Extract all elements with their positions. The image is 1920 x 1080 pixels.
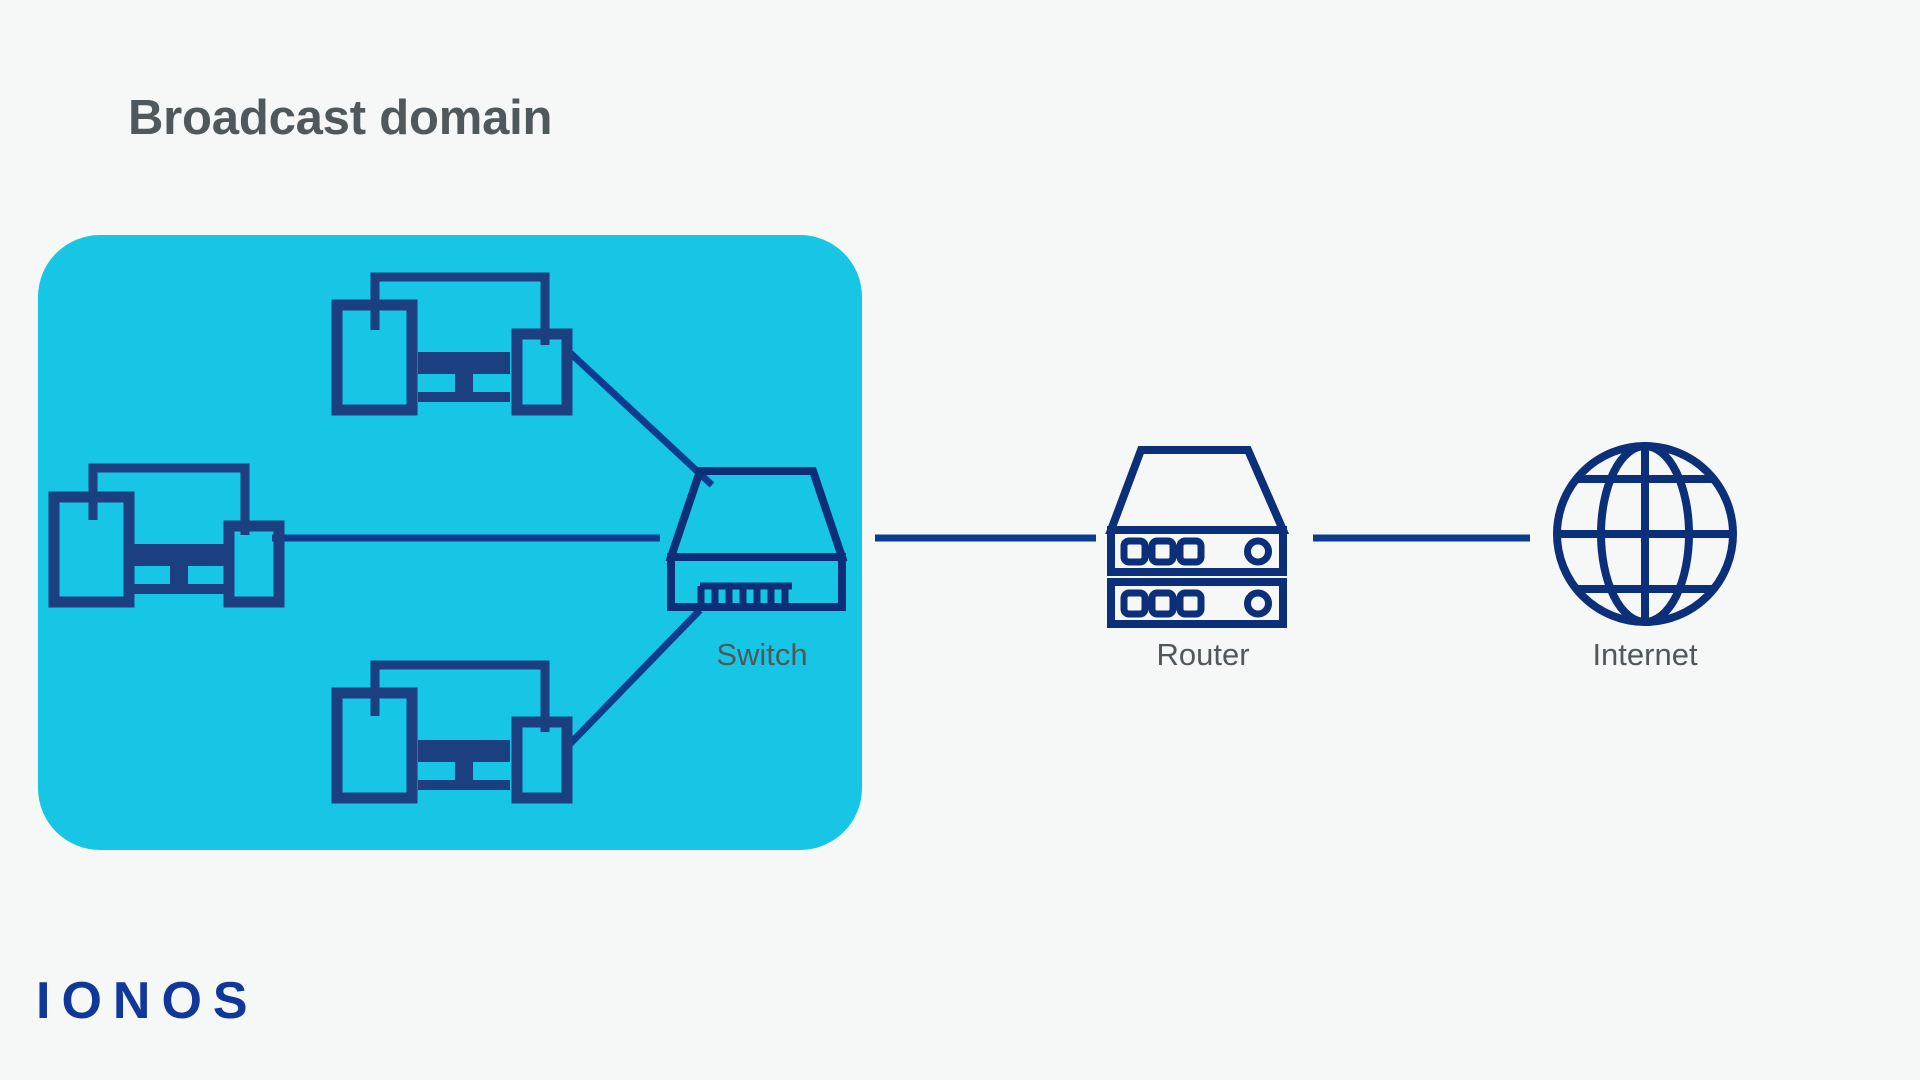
desktop-monitor-icon: [133, 544, 225, 594]
tablet-icon: [331, 687, 418, 804]
tablet-icon: [48, 491, 135, 608]
smartphone-icon: [223, 520, 285, 608]
device-group-top: [331, 272, 573, 416]
tablet-icon: [331, 299, 418, 416]
desktop-monitor-icon: [418, 352, 510, 402]
device-group-bottom: [331, 660, 573, 804]
switch-icon: [665, 467, 848, 611]
router-icon: [1105, 446, 1290, 628]
switch-label: Switch: [716, 637, 808, 672]
device-group-left: [48, 463, 285, 608]
router-label: Router: [1156, 637, 1250, 672]
connection-lines: [272, 346, 1530, 751]
desktop-monitor-icon: [418, 740, 510, 790]
ionos-logo: IONOS: [36, 972, 259, 1030]
smartphone-icon: [511, 716, 573, 804]
link-devices-bottom-to-switch: [563, 607, 703, 751]
smartphone-icon: [511, 328, 573, 416]
page-title: Broadcast domain: [128, 91, 553, 145]
link-devices-top-to-switch: [563, 346, 715, 488]
broadcast-domain-panel: [38, 235, 862, 850]
internet-label: Internet: [1592, 637, 1698, 672]
globe-icon: [1553, 442, 1737, 626]
